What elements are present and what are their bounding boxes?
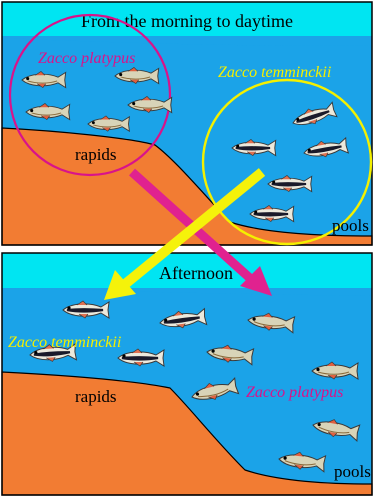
top-title: From the morning to daytime (81, 11, 293, 31)
bottom-species-temminckii: Zacco temminckii (8, 334, 121, 351)
top-species-platypus: Zacco platypus (38, 50, 135, 67)
top-panel: From the morning to daytime Zacco platyp… (2, 2, 372, 245)
bottom-label-pools: pools (334, 462, 371, 481)
bottom-label-rapids: rapids (75, 387, 117, 406)
bottom-title: Afternoon (159, 263, 233, 283)
top-label-rapids: rapids (75, 145, 117, 164)
top-label-pools: pools (332, 216, 369, 235)
top-species-temminckii: Zacco temminckii (218, 64, 331, 81)
bottom-species-platypus: Zacco platypus (246, 384, 343, 401)
bottom-panel: Afternoon Zacco temminckii Zacco platypu… (2, 253, 372, 495)
